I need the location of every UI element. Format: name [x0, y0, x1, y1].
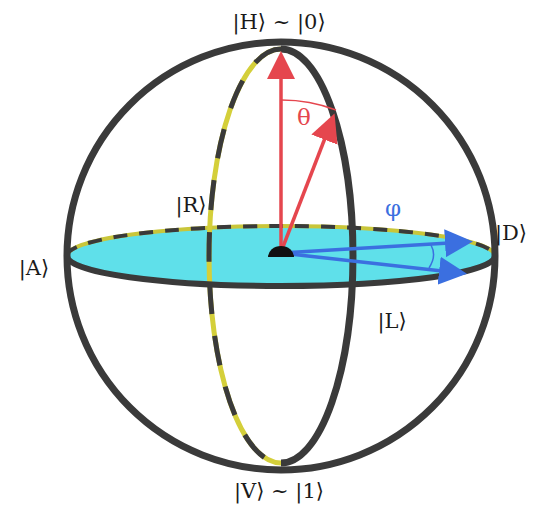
x-axis-arrow	[281, 242, 466, 253]
pole-label: |H⟩ ~ |0⟩	[232, 12, 325, 33]
z-axis-arrow	[279, 58, 283, 252]
basis-label: |A⟩	[19, 258, 49, 279]
pole-label: |V⟩ ~ |1⟩	[234, 481, 324, 502]
basis-label: |L⟩	[377, 311, 406, 332]
basis-label: |R⟩	[175, 195, 206, 216]
state-vector	[281, 120, 332, 252]
basis-label: |D⟩	[495, 223, 527, 244]
angle-label: θ	[297, 106, 311, 129]
center-dot	[268, 246, 294, 257]
angle-label: φ	[385, 197, 401, 220]
sphere-outline	[67, 42, 495, 470]
phi-arc	[429, 245, 434, 268]
